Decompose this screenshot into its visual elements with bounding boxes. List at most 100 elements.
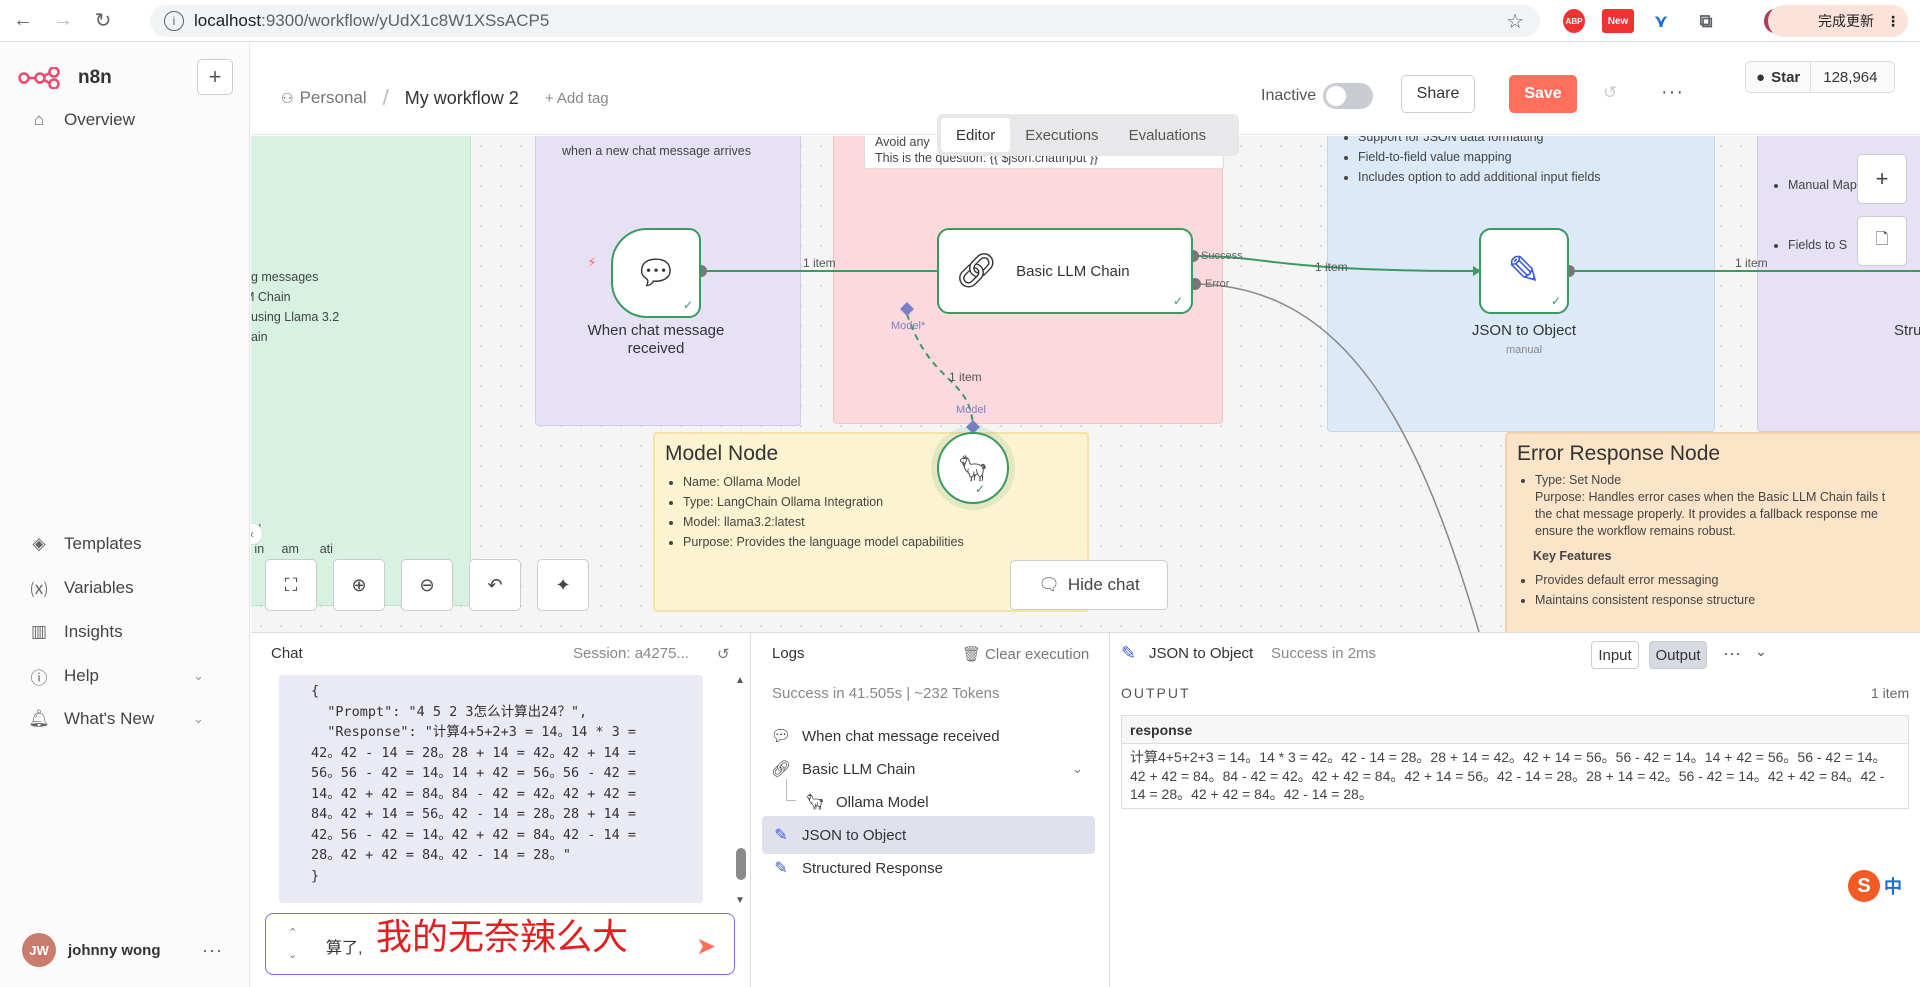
sticky-subtitle: Key Features: [1533, 549, 1612, 563]
workflow-canvas[interactable]: ng messages M Chain : using Llama 3.2 ha…: [251, 136, 1920, 632]
insights-icon: ▥: [30, 622, 48, 641]
user-name: johnny wong: [68, 941, 161, 959]
tidy-up-button[interactable]: ✦: [537, 559, 589, 611]
address-bar[interactable]: i localhost:9300/workflow/yUdX1c8W1XSsAC…: [150, 5, 1540, 37]
output-status: Success in 2ms: [1271, 645, 1377, 662]
sidebar-item-templates[interactable]: ◈Templates: [28, 533, 141, 555]
chevron-down-icon[interactable]: ⌄: [1755, 643, 1767, 659]
workflow-name[interactable]: My workflow 2: [404, 87, 519, 108]
more-options-icon[interactable]: ···: [1661, 81, 1684, 103]
connection-llm-json[interactable]: [1192, 255, 1478, 272]
llama-icon: 🦙︎: [956, 452, 990, 483]
zoom-out-button[interactable]: ⊖: [401, 559, 453, 611]
node-chat-trigger[interactable]: 💬︎ ✓: [611, 228, 701, 318]
add-tag-link[interactable]: + Add tag: [544, 89, 609, 107]
back-icon[interactable]: ←: [13, 9, 33, 31]
connection-model-llm[interactable]: [906, 313, 974, 429]
n8n-logo[interactable]: n8n: [18, 67, 112, 89]
reload-icon[interactable]: ↻: [94, 10, 112, 32]
user-menu[interactable]: JW johnny wong: [22, 933, 160, 967]
site-info-icon[interactable]: i: [164, 11, 184, 31]
success-check-icon: ✓: [682, 298, 693, 312]
success-check-icon: ✓: [1172, 294, 1183, 308]
llama-icon: 🦙︎: [804, 794, 826, 811]
connections-layer: [695, 250, 1920, 632]
send-icon[interactable]: ➤: [696, 933, 717, 960]
node-ollama-model[interactable]: 🦙︎ ✓: [937, 432, 1009, 504]
sidebar-item-variables[interactable]: ⒳Variables: [28, 577, 134, 600]
add-node-button[interactable]: +: [1857, 154, 1907, 204]
output-toggle-button[interactable]: Output: [1649, 641, 1707, 669]
github-star-button[interactable]: ●Star 128,964: [1745, 61, 1895, 93]
table-cell[interactable]: 计算4+5+2+3 = 14。14 * 3 = 42。42 - 14 = 28。…: [1130, 749, 1887, 802]
success-check-icon: ✓: [1550, 294, 1561, 308]
sticky-text: Provides default error messaging: [1535, 570, 1755, 590]
puzzle-extensions-icon[interactable]: ⧉: [1699, 10, 1713, 31]
sidebar-item-label: Variables: [64, 578, 134, 597]
chevron-down-icon[interactable]: ⌄: [1072, 761, 1083, 776]
sidebar-item-whats-new[interactable]: 🔔︎What's New⌄: [28, 708, 204, 730]
adblock-extension-icon[interactable]: ABP: [1563, 9, 1585, 33]
log-item-label: Ollama Model: [836, 793, 929, 811]
sticky-note-trigger[interactable]: when a new chat message arrives: [535, 136, 801, 426]
fit-view-button[interactable]: ⛶: [265, 559, 317, 611]
log-item-llm-chain[interactable]: 🔗︎Basic LLM Chain ⌄: [762, 750, 1095, 788]
zoom-in-button[interactable]: ⊕: [333, 559, 385, 611]
connection-llm-error[interactable]: [1194, 283, 1480, 632]
node-json-to-object[interactable]: ✎ ✓: [1479, 228, 1569, 314]
tab-editor[interactable]: Editor: [941, 118, 1011, 152]
tree-connector: [786, 779, 796, 801]
ime-composition-text: 我的无奈辣么大: [376, 916, 629, 957]
history-icon[interactable]: ↺: [1603, 83, 1618, 102]
chain-link-icon: 🔗︎: [955, 252, 999, 290]
undo-button[interactable]: ↶: [469, 559, 521, 611]
scroll-up-icon[interactable]: ▲: [735, 675, 745, 686]
output-table: response 计算4+5+2+3 = 14。14 * 3 = 42。42 -…: [1121, 715, 1909, 809]
view-tabs: Editor Executions Evaluations: [937, 114, 1239, 156]
execution-stats: Success in 41.505s | ~232 Tokens: [772, 685, 1000, 702]
chat-input[interactable]: ⌃⌄ 算了, 我的无奈辣么大 ➤: [265, 913, 735, 975]
chat-input-value: 算了,: [326, 940, 363, 957]
sidebar-item-overview[interactable]: ⌂Overview: [28, 109, 135, 131]
new-extension-icon[interactable]: New: [1602, 9, 1634, 33]
input-toggle-button[interactable]: Input: [1591, 641, 1639, 669]
chat-scrollbar[interactable]: [736, 848, 746, 880]
log-item-ollama-model[interactable]: 🦙︎ Ollama Model: [762, 779, 1095, 821]
share-button[interactable]: Share: [1401, 75, 1475, 113]
browser-toolbar: ← → ↻ i localhost:9300/workflow/yUdX1c8W…: [0, 0, 1920, 42]
ime-indicator[interactable]: S 中: [1848, 866, 1920, 906]
sticky-text: Name: Ollama Model: [683, 472, 964, 492]
log-item-label: Structured Response: [802, 859, 943, 877]
add-resource-button[interactable]: +: [197, 59, 233, 95]
history-arrows-icon[interactable]: ⌃⌄: [288, 927, 298, 961]
sticky-note-error[interactable]: Error Response Node Type: Set Node Purpo…: [1505, 432, 1920, 632]
clear-execution-button[interactable]: 🗑︎Clear execution: [962, 645, 1089, 663]
node-basic-llm-chain[interactable]: 🔗︎ Basic LLM Chain ✓: [937, 228, 1193, 314]
scroll-down-icon[interactable]: ▼: [735, 895, 745, 906]
forward-icon[interactable]: →: [53, 9, 73, 31]
add-sticky-button[interactable]: 🗋︎: [1857, 216, 1907, 266]
node-label: Stru: [1894, 322, 1920, 339]
activation-toggle[interactable]: [1323, 83, 1373, 109]
sogou-icon: S: [1848, 870, 1880, 902]
log-item-chat-trigger[interactable]: 💬︎When chat message received: [762, 717, 1095, 755]
user-options-icon[interactable]: ···: [202, 940, 223, 960]
tab-executions[interactable]: Executions: [1025, 126, 1099, 144]
save-button[interactable]: Save: [1509, 75, 1577, 113]
more-options-icon[interactable]: ···: [1723, 643, 1741, 663]
log-item-structured-response[interactable]: ✎Structured Response: [762, 849, 1095, 887]
hide-chat-button[interactable]: 🗨︎Hide chat: [1010, 560, 1168, 610]
update-button[interactable]: 完成更新⋮: [1768, 5, 1908, 37]
tab-evaluations[interactable]: Evaluations: [1128, 126, 1207, 144]
project-link[interactable]: Personal: [299, 88, 367, 107]
log-item-json-to-object[interactable]: ✎JSON to Object: [762, 816, 1095, 854]
sidebar-item-insights[interactable]: ▥Insights: [28, 621, 123, 643]
node-label: When chat message received: [587, 322, 725, 357]
extension-icon[interactable]: ⋎: [1653, 10, 1669, 31]
sticky-note-overview[interactable]: ng messages M Chain : using Llama 3.2 ha…: [251, 136, 471, 606]
session-id[interactable]: Session: a4275...: [573, 645, 689, 662]
browser-menu-icon[interactable]: ⋮: [1886, 12, 1900, 29]
bookmark-star-icon[interactable]: ☆: [1506, 11, 1524, 33]
reset-session-icon[interactable]: ↺: [717, 646, 730, 663]
